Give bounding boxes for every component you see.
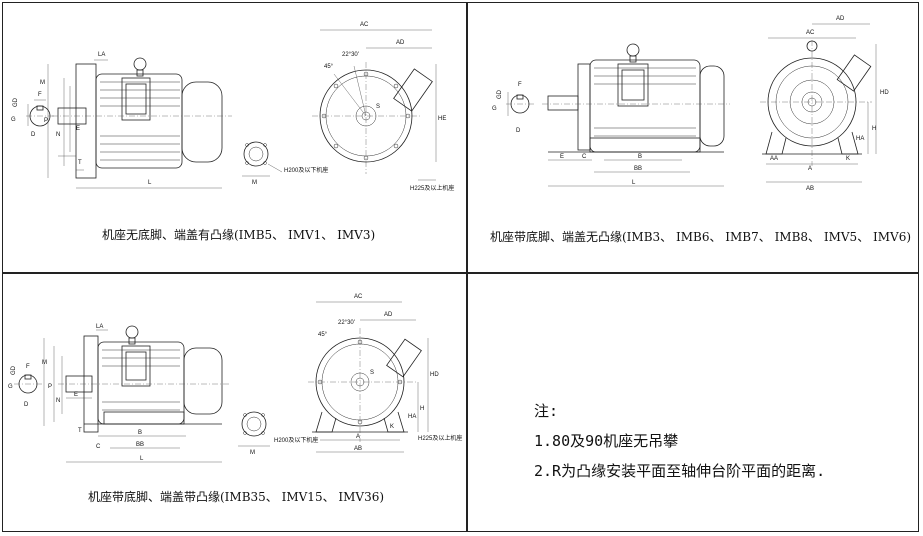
drawing-flange-no-feet: GD F G D LA M P N E T L xyxy=(11,22,454,192)
label-ab: AB xyxy=(806,186,814,192)
label-e: E xyxy=(74,392,78,398)
caption-top-right: 机座带底脚、端盖无凸缘(IMB3、 IMB6、 IMB7、 IMB8、 IMV5… xyxy=(490,230,912,244)
label-h: H xyxy=(872,126,876,132)
label-f: F xyxy=(38,92,42,98)
motor-front-view xyxy=(312,62,433,174)
label-ab: AB xyxy=(354,446,362,452)
flange-detail-view xyxy=(238,411,270,447)
label-bb: BB xyxy=(634,166,642,172)
motor-front-view xyxy=(308,328,422,442)
label-t: T xyxy=(78,160,82,166)
label-aa: AA xyxy=(770,156,778,162)
label-ac: AC xyxy=(354,294,363,300)
label-d: D xyxy=(31,132,36,138)
label-b: B xyxy=(138,430,142,436)
label-a: A xyxy=(808,166,812,172)
label-c: C xyxy=(96,444,101,450)
label-ad: AD xyxy=(384,312,393,318)
label-h: H xyxy=(420,406,424,412)
label-l: L xyxy=(632,180,636,186)
label-m-detail: M xyxy=(250,450,255,456)
label-f: F xyxy=(26,364,30,370)
shaft-end-view xyxy=(26,99,54,127)
label-hd: HD xyxy=(430,372,439,378)
label-p: P xyxy=(48,384,52,390)
label-h200: H200及以下机座 xyxy=(284,166,328,174)
label-m: M xyxy=(42,360,47,366)
label-n: N xyxy=(56,132,60,138)
label-k: K xyxy=(846,156,850,162)
label-ac: AC xyxy=(360,22,369,28)
label-la: LA xyxy=(98,52,105,58)
label-n: N xyxy=(56,398,60,404)
label-s: S xyxy=(376,104,380,110)
label-gd: GD xyxy=(497,89,503,99)
cell-bottom-left: GD F G D LA M P N E T C B BB L xyxy=(4,276,464,530)
notes-title: 注: xyxy=(534,402,559,420)
note-2: 2.R为凸缘安装平面至轴伸台阶平面的距离. xyxy=(534,462,826,480)
motor-side-view xyxy=(542,43,730,153)
label-m: M xyxy=(40,80,45,86)
label-la: LA xyxy=(96,324,103,330)
label-bb: BB xyxy=(136,442,144,448)
label-hd: HD xyxy=(880,90,889,96)
label-45: 45° xyxy=(324,64,334,70)
label-d: D xyxy=(24,402,29,408)
cell-top-left: GD F G D LA M P N E T L xyxy=(4,4,464,270)
label-h225: H225及以上机座 xyxy=(418,434,462,442)
motor-side-view xyxy=(58,325,230,433)
label-k: K xyxy=(390,424,394,430)
label-c: C xyxy=(582,154,587,160)
label-22: 22°30' xyxy=(338,320,355,326)
label-t: T xyxy=(78,428,82,434)
motor-side-view xyxy=(52,57,232,179)
label-g: G xyxy=(8,384,13,390)
label-a: A xyxy=(356,434,360,440)
caption-bottom-left: 机座带底脚、端盖带凸缘(IMB35、 IMV15、 IMV36) xyxy=(88,490,385,504)
label-l: L xyxy=(148,180,152,186)
label-e: E xyxy=(76,126,80,132)
label-l: L xyxy=(140,456,144,462)
cell-top-right: F GD G D E C B BB L xyxy=(468,4,917,270)
notes-block: 注: 1.80及90机座无吊攀 2.R为凸缘安装平面至轴伸台阶平面的距离. xyxy=(534,396,825,486)
label-gd: GD xyxy=(13,97,19,107)
label-f: F xyxy=(518,82,522,88)
drawing-feet-no-flange: F GD G D E C B BB L xyxy=(492,16,889,192)
label-d: D xyxy=(516,128,521,134)
label-gd: GD xyxy=(11,365,17,375)
drawing-feet-and-flange: GD F G D LA M P N E T C B BB L xyxy=(8,294,462,463)
table-divider-vertical xyxy=(466,2,468,532)
label-p: P xyxy=(44,118,48,124)
motor-front-view xyxy=(760,40,872,166)
shaft-end-view xyxy=(506,92,534,116)
label-ha: HA xyxy=(856,136,864,142)
label-22: 22°30' xyxy=(342,52,359,58)
label-ad: AD xyxy=(836,16,845,22)
label-e: E xyxy=(560,154,564,160)
table-divider-horizontal xyxy=(2,272,919,274)
note-1: 1.80及90机座无吊攀 xyxy=(534,432,679,450)
label-he: HE xyxy=(438,116,446,122)
label-b: B xyxy=(638,154,642,160)
shaft-end-view xyxy=(14,374,42,394)
label-h200: H200及以下机座 xyxy=(274,436,318,444)
label-ac: AC xyxy=(806,30,815,36)
flange-detail-view xyxy=(242,141,283,177)
caption-top-left: 机座无底脚、端盖有凸缘(IMB5、 IMV1、 IMV3) xyxy=(102,228,376,242)
label-s: S xyxy=(370,370,374,376)
label-ha: HA xyxy=(408,414,416,420)
label-h225: H225及以上机座 xyxy=(410,184,454,192)
label-45: 45° xyxy=(318,332,328,338)
label-m-detail: M xyxy=(252,180,257,186)
label-g: G xyxy=(11,117,16,123)
label-g: G xyxy=(492,106,497,112)
label-ad: AD xyxy=(396,40,405,46)
